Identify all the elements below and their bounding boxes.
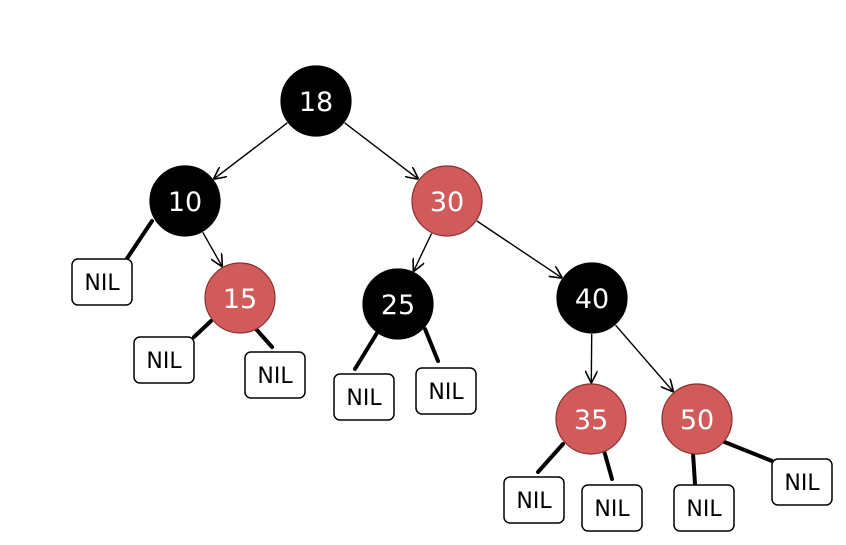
tree-node-18: 18 [280,65,352,137]
node-label: 25 [381,290,415,321]
edges-layer [202,122,673,391]
nil-leaf-50-left: NIL [673,484,735,532]
nil-edge-35-left [536,442,565,474]
nil-label: NIL [146,349,182,374]
nil-leaf-15-left: NIL [133,336,195,384]
nil-leaf-50-right: NIL [771,458,833,506]
node-circle-red [661,383,733,455]
edge-30-25 [414,233,433,271]
nil-box [581,484,643,532]
tree-node-50: 50 [661,383,733,455]
nil-label: NIL [686,497,722,522]
nil-edge-50-right [720,439,774,463]
nil-edge-15-right [254,327,274,349]
nil-edge-15-left [192,319,213,339]
nil-label: NIL [594,497,630,522]
nil-edge-25-right [423,327,440,363]
nil-edges-layer [124,219,774,486]
node-circle-red [555,383,627,455]
node-label: 40 [575,284,609,315]
nil-box [333,373,395,421]
node-label: 30 [430,187,464,218]
node-label: 35 [574,405,608,436]
tree-node-15: 15 [204,262,276,334]
nil-edge-25-left [353,331,379,371]
nil-box [503,476,565,524]
nil-box [133,336,195,384]
nil-leaf-35-right: NIL [581,484,643,532]
tree-node-25: 25 [362,268,434,340]
nil-leaf-15-right: NIL [244,351,306,399]
nil-label: NIL [84,271,120,296]
tree-node-35: 35 [555,383,627,455]
nil-edge-35-right [601,445,614,481]
nil-box [771,458,833,506]
node-circle-black [556,262,628,334]
node-label: 15 [223,284,257,315]
nil-edge-50-left [691,451,697,486]
tree-node-40: 40 [556,262,628,334]
edge-10-15 [202,231,222,265]
nil-label: NIL [784,471,820,496]
nil-label: NIL [257,364,293,389]
node-circle-black [149,165,221,237]
nil-box [415,367,477,415]
nil-label: NIL [346,386,382,411]
nil-leaf-25-right: NIL [415,367,477,415]
node-label: 50 [680,405,714,436]
nil-label: NIL [428,380,464,405]
edge-18-30 [344,122,418,179]
nil-label: NIL [516,489,552,514]
nil-box [244,351,306,399]
node-circle-black [362,268,434,340]
nil-leaf-10-left: NIL [71,258,133,306]
tree-node-30: 30 [411,165,483,237]
node-label: 10 [168,187,202,218]
node-label: 18 [299,87,333,118]
edge-30-40 [476,220,561,277]
nil-box [673,484,735,532]
nil-leaves-layer: NIL NIL NIL NIL NIL NIL NIL NIL NIL [71,258,833,532]
node-circle-red [411,165,483,237]
nil-leaf-35-left: NIL [503,476,565,524]
nodes-layer: 18 10 30 15 25 40 35 50 [149,65,733,455]
tree-node-10: 10 [149,165,221,237]
nil-edge-10-left [124,219,154,262]
nil-leaf-25-left: NIL [333,373,395,421]
edge-18-10 [214,122,288,179]
node-circle-black [280,65,352,137]
node-circle-red [204,262,276,334]
edge-40-50 [615,324,673,391]
nil-box [71,258,133,306]
